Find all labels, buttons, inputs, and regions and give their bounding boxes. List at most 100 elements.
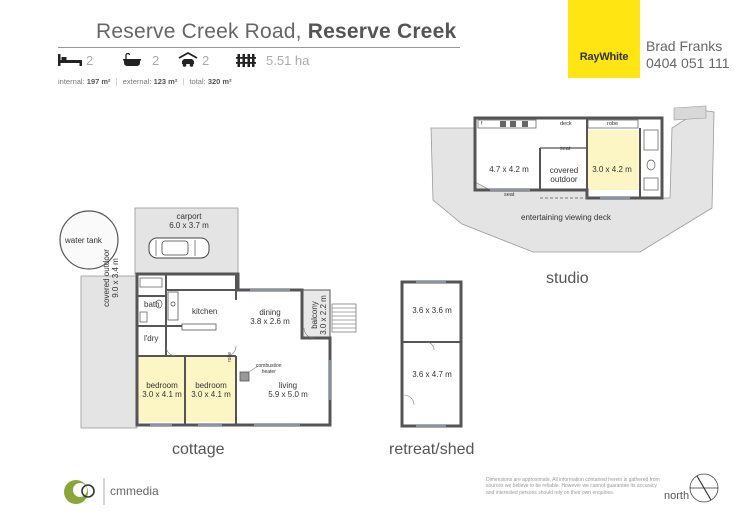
title-divider: [58, 47, 460, 48]
car-space-count: 2: [202, 52, 210, 68]
garage-icon: [178, 52, 198, 67]
bathrooms-feature: 2: [122, 51, 159, 69]
covered-outdoor-label: covered outdoor 9.0 x 3.4 m: [102, 238, 120, 318]
north-arrow-icon: [689, 473, 719, 503]
separator: |: [115, 77, 118, 86]
water-tank-label: water tank: [65, 236, 102, 245]
bedroom-2-name: bedroom: [195, 381, 227, 390]
covered-outdoor-size: 9.0 x 3.4 m: [111, 258, 120, 298]
studio-bedroom-fill: [588, 130, 640, 190]
agent-details: Brad Franks 0404 051 111: [646, 38, 730, 72]
shed-room-2-size: 3.6 x 4.7 m: [412, 370, 452, 379]
studio-section-label: studio: [546, 270, 589, 287]
heater-label: combustion heater: [256, 363, 282, 375]
area-summary: internal: 197 m² | external: 123 m² | to…: [58, 77, 232, 86]
carport-name: carport: [176, 212, 202, 221]
balcony-label: balcony 3.0 x 2.2 m: [310, 295, 328, 335]
kitchen-bench: [167, 291, 217, 331]
dining-size: 3.8 x 2.6 m: [250, 317, 290, 326]
land-feature: 5.51 ha: [236, 51, 309, 69]
studio-robe-label: robe: [607, 121, 619, 127]
living-name: living: [278, 381, 298, 390]
dining-name: dining: [259, 308, 281, 317]
raywhite-logo: RayWhite: [568, 0, 640, 78]
studio-deck-label: deck: [560, 121, 572, 127]
water-tank-shape: [59, 210, 119, 270]
viewing-deck-label: entertaining viewing deck: [521, 213, 611, 222]
street-name: Reserve Creek Road,: [96, 20, 302, 43]
bath-label: bath: [144, 300, 160, 309]
studio-room-2-size: 3.0 x 4.2 m: [592, 165, 632, 174]
kitchen-label: kitchen: [192, 307, 218, 316]
shed-plan: [400, 280, 463, 428]
bathtub-icon: [123, 53, 141, 66]
bath-fixtures: [139, 277, 163, 323]
suburb-name: Reserve Creek: [307, 20, 457, 43]
dining-label: dining 3.8 x 2.6 m: [248, 308, 292, 326]
door-swings: [165, 327, 315, 357]
heater-line-1: combustion: [256, 363, 282, 369]
bathroom-count: 2: [152, 52, 160, 68]
heater-icon: [239, 371, 250, 382]
studio-plan: [430, 105, 715, 253]
fence-icon: [236, 54, 256, 67]
bed-icon: [58, 54, 82, 66]
shed-section-label: retreat/shed: [389, 441, 475, 458]
bedroom-2-fill: [186, 356, 236, 422]
agent-name: Brad Franks: [646, 38, 723, 54]
bedroom-2-size: 3.0 x 4.1 m: [191, 390, 231, 399]
cmmedia-brand: cmmedia: [110, 484, 159, 498]
bedroom-1-fill: [138, 356, 184, 422]
bedroom-1-name: bedroom: [146, 381, 178, 390]
cottage-windows: [150, 289, 331, 426]
internal-value: 197 m²: [86, 77, 111, 86]
cottage-section-label: cottage: [172, 441, 225, 458]
land-size: 5.51 ha: [266, 52, 310, 68]
balcony-size: 3.0 x 2.2 m: [319, 295, 328, 335]
bedroom-2-label: bedroom 3.0 x 4.1 m: [189, 381, 233, 399]
cottage-interior-walls: [137, 274, 237, 425]
studio-covered-outdoor-label: covered outdoor: [544, 166, 584, 184]
external-label: external:: [122, 77, 152, 86]
car-spaces-feature: 2: [178, 51, 209, 69]
cottage-plan: [59, 207, 357, 429]
studio-room-1-size: 4.7 x 4.2 m: [489, 165, 529, 174]
studio-covered-line-1: covered: [549, 166, 579, 175]
separator: |: [182, 77, 185, 86]
property-title: Reserve Creek Road, Reserve Creek: [96, 20, 456, 44]
living-label: living 5.9 x 5.0 m: [266, 381, 310, 399]
internal-label: internal:: [58, 77, 85, 86]
studio-covered-line-2: outdoor: [550, 175, 578, 184]
studio-seat-1-label: seat: [560, 146, 571, 152]
laundry-label: l'dry: [144, 334, 159, 343]
covered-outdoor-name: covered outdoor: [102, 249, 111, 307]
covered-outdoor-area: [80, 275, 138, 429]
studio-kitchen-bench: [477, 119, 659, 191]
bedroom-count: 2: [86, 52, 94, 68]
bedrooms-feature: 2: [58, 51, 93, 69]
robe-label: robe: [227, 351, 233, 362]
agent-phone: 0404 051 111: [646, 55, 730, 71]
bedroom-1-label: bedroom 3.0 x 4.1 m: [140, 381, 184, 399]
total-label: total:: [189, 77, 206, 86]
shed-outer-walls: [400, 280, 463, 428]
raywhite-logo-text: RayWhite: [579, 51, 629, 63]
studio-fridge-label: f: [481, 121, 483, 127]
cmmedia-logo-mark: [64, 478, 105, 505]
heater-line-2: heater: [261, 369, 276, 375]
steps-icon: [331, 303, 357, 333]
external-value: 123 m²: [153, 77, 178, 86]
disclaimer-text: Dimensions are approximate. All informat…: [486, 477, 660, 496]
living-size: 5.9 x 5.0 m: [268, 390, 308, 399]
bedroom-1-size: 3.0 x 4.1 m: [142, 390, 182, 399]
studio-seat-2-label: seat: [504, 192, 515, 198]
carport-label: carport 6.0 x 3.7 m: [166, 212, 212, 230]
balcony-name: balcony: [310, 301, 319, 329]
studio-appliances: [500, 121, 528, 127]
total-value: 320 m²: [207, 77, 232, 86]
shed-room-1-size: 3.6 x 3.6 m: [412, 306, 452, 315]
carport-size: 6.0 x 3.7 m: [169, 221, 209, 230]
north-label: north: [664, 490, 690, 502]
car-icon: [148, 237, 210, 259]
